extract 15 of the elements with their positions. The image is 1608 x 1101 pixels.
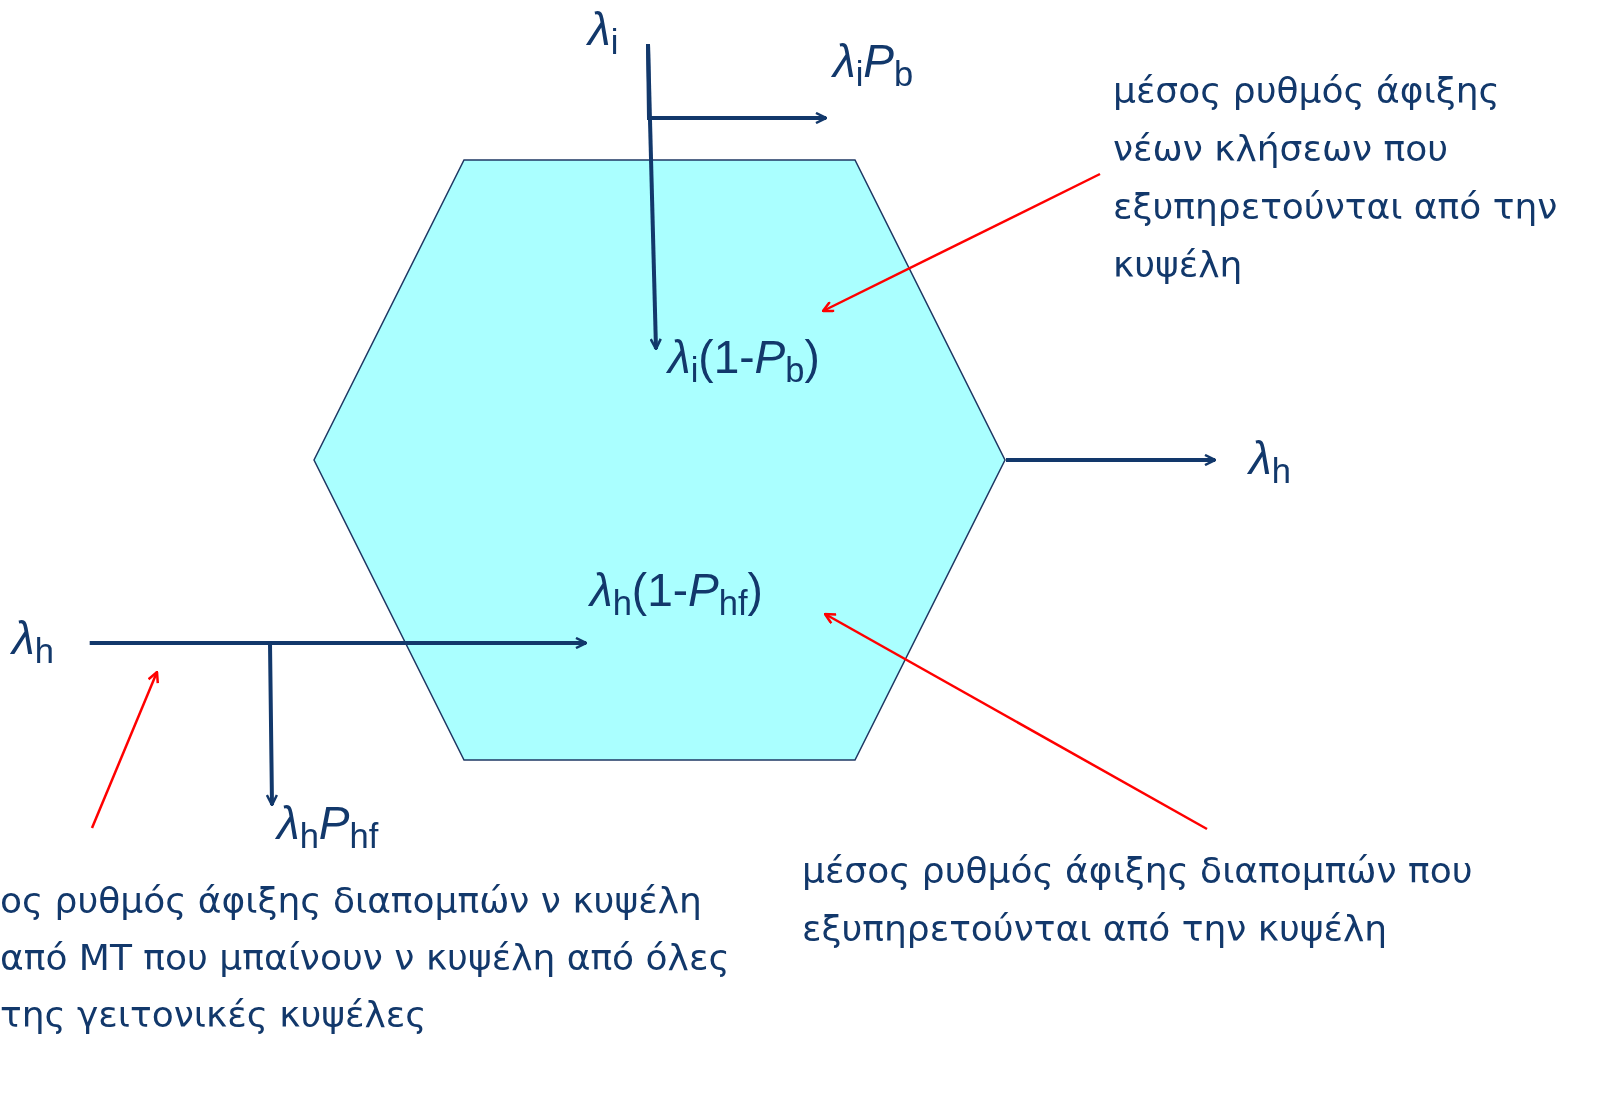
annotation-text: μέσος ρυθμός άφιξης διαπομπών που εξυπηρετούνται από την κυψέλη: [802, 842, 1602, 958]
arrow: [646, 43, 828, 125]
leader-line: [90, 670, 159, 829]
annotation-text: μέσος ρυθμός άφιξης νέων κλήσεων που εξυπηρετούνται από την κυψέλη: [1113, 62, 1563, 294]
formula-label: λ$_{h}$P$_{hf}$: [277, 800, 379, 846]
formula-label: λ$_{i}$P$_{b}$: [833, 38, 914, 84]
arrow: [823, 612, 1208, 831]
formula-label: λ$_{h}$: [1249, 435, 1291, 481]
formula-label: λ$_{h}$: [12, 615, 54, 661]
arrow: [1006, 453, 1217, 467]
cell-hexagon: [313, 159, 1006, 761]
annotation-text: ος ρυθμός άφιξης διαπομπών ν κυψέλη από ΜΤ που μπαίνουν ν κυψέλη από όλες της γειτονικές κυψέλες: [0, 872, 730, 1043]
formula-label: λ$_{i}$: [588, 6, 619, 52]
arrow: [821, 172, 1101, 313]
arrow: [89, 641, 279, 807]
